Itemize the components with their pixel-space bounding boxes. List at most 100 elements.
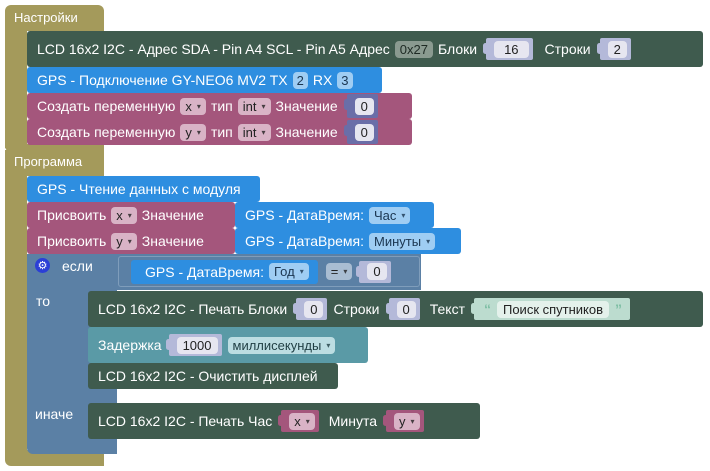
lcd-init-block[interactable]: LCD 16x2 I2C - Адрес SDA - Pin A4 SCL - … xyxy=(27,31,703,67)
chevron-down-icon: ▾ xyxy=(410,416,415,426)
if-label: если xyxy=(62,258,93,274)
cond-value-input[interactable]: 0 xyxy=(367,263,387,280)
lcd-print-time-block[interactable]: LCD 16x2 I2C - Печать Час x▾ Минута y▾ xyxy=(88,403,480,439)
lcd-print-block[interactable]: LCD 16x2 I2C - Печать Блоки 0 Строки 0 Т… xyxy=(88,291,703,327)
delay-unit-dropdown[interactable]: миллисекунды▾ xyxy=(227,336,336,354)
create-var-block-x[interactable]: Создать переменную x▾ тип int▾ Значение … xyxy=(27,93,412,119)
cols-label: Блоки xyxy=(437,41,478,57)
value-socket: 0 xyxy=(343,120,378,144)
assign-var-dropdown[interactable]: x▾ xyxy=(111,206,137,224)
chevron-down-icon: ▾ xyxy=(401,210,406,220)
chevron-down-icon: ▾ xyxy=(196,101,201,111)
chevron-down-icon: ▾ xyxy=(305,416,310,426)
chevron-down-icon: ▾ xyxy=(127,236,132,246)
row-socket: 0 xyxy=(385,298,420,320)
value-socket: 0 xyxy=(343,94,378,118)
minute-socket: y▾ xyxy=(383,410,424,432)
lcd-clear-block[interactable]: LCD 16x2 I2C - Очистить дисплей xyxy=(88,363,338,389)
minute-label: Минута xyxy=(328,413,378,429)
rows-label: Строки xyxy=(544,41,591,57)
chevron-down-icon: ▾ xyxy=(326,340,331,350)
gps-datetime-label: GPS - ДатаВремя: xyxy=(245,207,365,223)
create-var-block-y[interactable]: Создать переменную y▾ тип int▾ Значение … xyxy=(27,119,412,145)
program-foot xyxy=(5,450,104,466)
operator-dropdown[interactable]: =▾ xyxy=(325,263,353,280)
setup-foot xyxy=(5,144,104,152)
lcd-clear-label: LCD 16x2 I2C - Очистить дисплей xyxy=(98,368,318,384)
setup-block[interactable] xyxy=(5,5,104,31)
print-text-input[interactable]: Поиск спутников xyxy=(496,300,610,318)
var-type-dropdown[interactable]: int▾ xyxy=(237,97,271,115)
cols-input[interactable]: 16 xyxy=(494,40,529,58)
text-label: Текст xyxy=(429,301,465,317)
chevron-down-icon: ▾ xyxy=(127,210,132,220)
gps-read-block[interactable]: GPS - Чтение данных с модуля xyxy=(27,176,260,202)
assign-label: Присвоить xyxy=(37,233,107,249)
gps-datetime-block-minute[interactable]: GPS - ДатаВремя: Минуты▾ xyxy=(235,228,461,254)
chevron-down-icon: ▾ xyxy=(426,236,431,246)
print-col-input[interactable]: 0 xyxy=(304,300,324,318)
create-var-label: Создать переменную xyxy=(37,98,176,114)
col-socket: 0 xyxy=(293,298,328,320)
rows-label: Строки xyxy=(333,301,380,317)
minute-var-dropdown[interactable]: y▾ xyxy=(394,412,420,430)
chevron-down-icon: ▾ xyxy=(343,267,348,276)
assign-block-x[interactable]: Присвоить x▾ Значение xyxy=(27,202,235,228)
value-label: Значение xyxy=(141,233,204,249)
compare-block[interactable]: GPS - ДатаВремя: Год▾ =▾ 0 xyxy=(118,256,420,287)
chevron-down-icon: ▾ xyxy=(196,127,201,137)
rows-socket: 2 xyxy=(596,38,631,60)
program-block[interactable] xyxy=(5,150,104,176)
type-label: тип xyxy=(210,124,233,140)
var-value-input[interactable]: 0 xyxy=(354,123,374,141)
lcd-print-time-label: LCD 16x2 I2C - Печать Час xyxy=(98,413,273,429)
var-name-dropdown[interactable]: x▾ xyxy=(180,97,206,115)
lcd-address-field[interactable]: 0x27 xyxy=(394,40,433,58)
gps-datetime-block-hour[interactable]: GPS - ДатаВремя: Час▾ xyxy=(235,202,434,228)
datetime-field-dropdown[interactable]: Минуты▾ xyxy=(369,232,436,250)
var-type-dropdown[interactable]: int▾ xyxy=(237,123,271,141)
assign-block-y[interactable]: Присвоить y▾ Значение xyxy=(27,228,235,254)
mutator-gear-icon[interactable]: ⚙ xyxy=(35,258,50,273)
rows-input[interactable]: 2 xyxy=(607,40,627,58)
delay-socket: 1000 xyxy=(165,334,222,356)
gps-read-label: GPS - Чтение данных с модуля xyxy=(37,181,241,197)
rx-pin-field[interactable]: 3 xyxy=(337,71,353,89)
tx-pin-field[interactable]: 2 xyxy=(292,71,308,89)
then-label: то xyxy=(36,293,51,309)
chevron-down-icon: ▾ xyxy=(261,127,266,137)
rx-label: RX xyxy=(312,72,333,88)
else-label: иначе xyxy=(35,406,74,422)
program-label: Программа xyxy=(14,154,83,169)
assign-label: Присвоить xyxy=(37,207,107,223)
program-spine xyxy=(5,174,27,454)
text-socket: “ Поиск спутников ” xyxy=(470,298,631,320)
print-row-input[interactable]: 0 xyxy=(396,300,416,318)
open-quote-icon: “ xyxy=(483,301,491,317)
value-label: Значение xyxy=(275,98,338,114)
hour-var-dropdown[interactable]: x▾ xyxy=(289,412,315,430)
gps-datetime-block-year[interactable]: GPS - ДатаВремя: Год▾ xyxy=(131,259,318,284)
delay-value-input[interactable]: 1000 xyxy=(176,336,218,354)
datetime-field-dropdown[interactable]: Час▾ xyxy=(369,206,411,224)
var-value-input[interactable]: 0 xyxy=(354,97,374,115)
gps-connect-label: GPS - Подключение GY-NEO6 MV2 TX xyxy=(37,72,288,88)
hour-socket: x▾ xyxy=(278,410,319,432)
assign-var-dropdown[interactable]: y▾ xyxy=(111,232,137,250)
create-var-label: Создать переменную xyxy=(37,124,176,140)
value-label: Значение xyxy=(141,207,204,223)
else-row-bg xyxy=(27,386,117,406)
gps-connect-block[interactable]: GPS - Подключение GY-NEO6 MV2 TX 2 RX 3 xyxy=(27,67,382,93)
delay-block[interactable]: Задержка 1000 миллисекунды▾ xyxy=(88,327,368,363)
delay-label: Задержка xyxy=(98,337,162,353)
gps-datetime-label: GPS - ДатаВремя: xyxy=(245,233,365,249)
gps-datetime-label: GPS - ДатаВремя: xyxy=(145,263,265,280)
value-label: Значение xyxy=(275,124,338,140)
datetime-field-dropdown[interactable]: Год▾ xyxy=(269,263,309,280)
chevron-down-icon: ▾ xyxy=(261,101,266,111)
cols-socket: 16 xyxy=(483,38,533,60)
type-label: тип xyxy=(210,98,233,114)
setup-spine xyxy=(5,28,27,148)
setup-label: Настройки xyxy=(14,10,78,25)
var-name-dropdown[interactable]: y▾ xyxy=(180,123,206,141)
